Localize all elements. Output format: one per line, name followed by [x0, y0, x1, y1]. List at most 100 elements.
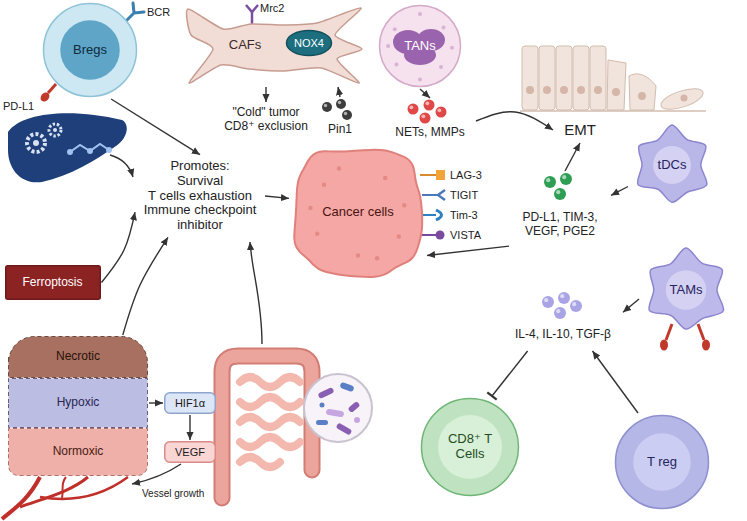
treg-cell: T reg	[614, 414, 710, 510]
molecule-dot	[560, 173, 572, 185]
gut-part	[250, 242, 262, 344]
liver-part	[87, 148, 93, 154]
receptor-label: LAG-3	[450, 169, 482, 182]
breg-cell-nucleus	[60, 20, 120, 80]
gut-part	[317, 387, 334, 399]
blood-vessels-part	[20, 477, 88, 507]
emt-label-box: EMT	[554, 118, 606, 142]
tdc-cell-shape	[637, 125, 706, 202]
nox4-oval: NOX4	[285, 29, 333, 57]
receptor-label: VISTA	[450, 229, 481, 242]
dot-highlight	[560, 294, 564, 298]
molecule-dot	[436, 107, 447, 118]
cell-speck	[375, 256, 379, 260]
liver-part	[110, 155, 133, 177]
tan-cell: TANs	[378, 4, 462, 88]
granule	[394, 62, 398, 66]
note-text-box: "Cold" tumor CD8⁺ exclusion	[214, 103, 318, 137]
molecule-dot	[322, 102, 332, 112]
gut-part	[347, 401, 360, 413]
dot-highlight	[344, 112, 348, 116]
breg-cell: Bregs	[42, 2, 138, 98]
tumor-band: Necrotic	[8, 336, 148, 378]
molecule-dot	[560, 173, 572, 185]
molecule-dot	[554, 307, 566, 319]
node-text: T reg	[647, 455, 677, 470]
nets-cluster-shape	[408, 100, 447, 124]
node-text: TANs	[404, 39, 436, 54]
tam-cell-nucleus	[666, 270, 706, 310]
granule	[439, 65, 443, 69]
molecule-dot	[424, 100, 435, 111]
tdc-cell-outline	[637, 125, 706, 202]
inhibition-connector	[492, 351, 528, 396]
arrow-connector	[265, 196, 289, 198]
granule	[450, 46, 454, 50]
dot-highlight	[338, 101, 342, 105]
node-text: Normoxic	[53, 445, 104, 459]
pdl1-receptor-part	[48, 84, 56, 93]
breg-cell-outline	[44, 4, 137, 97]
tumor-band-outline	[9, 337, 148, 378]
dot-highlight	[556, 190, 560, 194]
epithelium-part	[556, 46, 572, 110]
tam-cell: TAMs	[640, 245, 732, 335]
epithelium-part	[590, 46, 606, 110]
blood-vessels-part	[62, 477, 66, 498]
epithelium-part	[577, 86, 585, 94]
checkpoint-receptors	[420, 170, 445, 240]
dot-highlight	[562, 175, 566, 179]
epithelium-part	[560, 86, 568, 94]
caf-cell: NOX4 CAFs	[185, 5, 365, 86]
molecule-dot	[336, 99, 346, 109]
cell-speck	[308, 206, 312, 210]
node-text: "Cold" tumor CD8⁺ exclusion	[218, 106, 314, 134]
node-text: CAFs	[229, 38, 262, 53]
cd8-t-cell-shape	[422, 399, 519, 496]
dot-highlight	[324, 104, 328, 108]
cell-speck	[322, 183, 326, 187]
cytokine-cluster-shape	[542, 292, 582, 319]
factor-cluster-shape	[544, 173, 572, 200]
node-text: Hypoxic	[57, 396, 100, 410]
node-text: NOX4	[294, 37, 324, 50]
tam-cell-outline	[649, 248, 724, 329]
epithelium-part	[607, 60, 626, 110]
node-text: Pin1	[328, 123, 352, 137]
granule	[442, 26, 446, 30]
node-text: PD-L1, TIM-3, VEGF, PGE2	[514, 211, 606, 239]
molecule-dot	[542, 296, 554, 308]
arrow-connector	[189, 415, 190, 440]
gut	[222, 242, 372, 498]
pdl1-receptor-part	[39, 91, 52, 104]
cell-speck	[383, 176, 387, 180]
granule	[418, 12, 422, 16]
gut-part	[240, 377, 300, 467]
arrow-connector	[427, 246, 509, 255]
tumor-band-shape	[9, 337, 148, 378]
tam-cell-shape	[649, 248, 724, 329]
molecule-dot	[408, 104, 419, 115]
molecule-dot	[336, 99, 346, 109]
cancer-cell-outline	[294, 150, 422, 277]
arrow-connector	[611, 187, 628, 196]
factor-box: HIF1α	[164, 392, 216, 414]
node-text: Bregs	[73, 43, 107, 58]
tumor-band: Normoxic	[8, 428, 148, 476]
node-text: Survival	[177, 174, 223, 189]
promotes-box: Promotes:SurvivalT cells exhaustionImmun…	[136, 156, 264, 237]
caf-cell-shape	[187, 8, 362, 83]
dot-highlight	[421, 115, 425, 119]
checkpoint-receptors-part	[420, 234, 436, 236]
dot-highlight	[409, 106, 413, 110]
bcr-receptor	[126, 3, 144, 21]
caf-cell-graphic	[185, 5, 365, 86]
blood-vessels-part	[2, 477, 40, 519]
arrow-connector	[476, 112, 553, 130]
tumor-band-shape	[9, 379, 148, 428]
arrow-connector	[623, 299, 639, 312]
liver-part	[27, 134, 45, 152]
cd8-t-cell: CD8⁺ T Cells	[420, 397, 520, 497]
arrow-connector	[265, 87, 266, 102]
arrow-label: Vessel growth	[142, 488, 204, 500]
